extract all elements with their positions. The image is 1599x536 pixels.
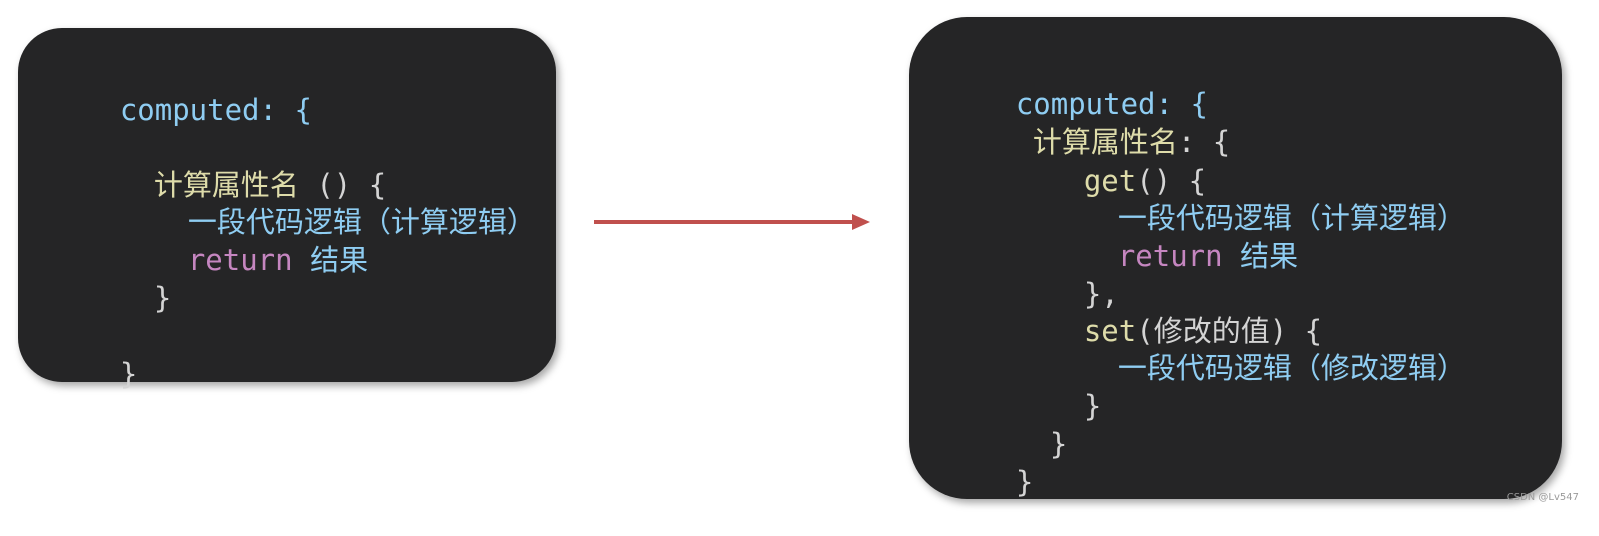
code-line-close-outer: } xyxy=(946,428,1033,499)
code-line-return: return 结果 xyxy=(1048,202,1298,273)
function-parens: () { xyxy=(298,168,387,202)
code-line-close-get: }, xyxy=(1014,240,1119,311)
result-text: 结果 xyxy=(1222,239,1299,273)
property-name: 计算属性名 xyxy=(1032,125,1178,159)
get-parens: () { xyxy=(1136,164,1207,198)
return-keyword: return xyxy=(1117,239,1223,273)
close-brace: } xyxy=(1049,427,1068,461)
code-line-logic: 一段代码逻辑（计算逻辑） xyxy=(118,168,536,239)
computed-keyword: computed xyxy=(119,93,260,127)
get-keyword: get xyxy=(1083,164,1137,198)
code-line-computed: computed: { xyxy=(946,50,1208,121)
colon-brace: : { xyxy=(1177,125,1231,159)
watermark: CSDN @Lv547 xyxy=(1506,492,1579,503)
computed-keyword: computed xyxy=(1015,87,1156,121)
left-code-panel: computed: { 计算属性名 () { 一段代码逻辑（计算逻辑） retu… xyxy=(18,28,556,391)
code-line-logic-set: 一段代码逻辑（修改逻辑） xyxy=(1048,314,1466,385)
code-line-close-set: } xyxy=(1014,352,1101,423)
set-params: (修改的值) { xyxy=(1136,314,1323,348)
code-line-computed: computed: { xyxy=(50,56,312,127)
logic-text: 一段代码逻辑（修改逻辑） xyxy=(1117,351,1466,385)
code-line-close-inner: } xyxy=(84,244,171,315)
right-code-panel: computed: { 计算属性名: { get() { 一段代码逻辑（计算逻辑… xyxy=(909,17,1562,499)
code-line-close-outer: } xyxy=(50,320,137,391)
arrow-head xyxy=(852,214,870,230)
code-line-property-name: 计算属性名: { xyxy=(963,88,1230,159)
transform-arrow xyxy=(594,214,870,230)
result-text: 结果 xyxy=(292,243,369,277)
code-line-property-name: 计算属性名 () { xyxy=(84,131,386,202)
code-line-get: get() { xyxy=(1014,127,1206,198)
colon-brace: : { xyxy=(1155,87,1208,121)
return-keyword: return xyxy=(187,243,293,277)
close-brace: } xyxy=(1015,465,1034,499)
close-brace: }, xyxy=(1083,277,1119,311)
set-keyword: set xyxy=(1083,314,1137,348)
code-line-return: return 结果 xyxy=(118,206,368,277)
close-brace: } xyxy=(1083,389,1102,423)
colon-brace: : { xyxy=(259,93,312,127)
logic-text: 一段代码逻辑（计算逻辑） xyxy=(1117,201,1466,235)
code-line-logic-get: 一段代码逻辑（计算逻辑） xyxy=(1048,164,1466,235)
property-name: 计算属性名 xyxy=(153,168,299,202)
code-line-close-name: } xyxy=(980,390,1067,461)
code-line-set: set(修改的值) { xyxy=(1014,277,1322,348)
close-brace: } xyxy=(153,281,172,315)
logic-text: 一段代码逻辑（计算逻辑） xyxy=(187,205,536,239)
close-brace: } xyxy=(119,357,138,391)
